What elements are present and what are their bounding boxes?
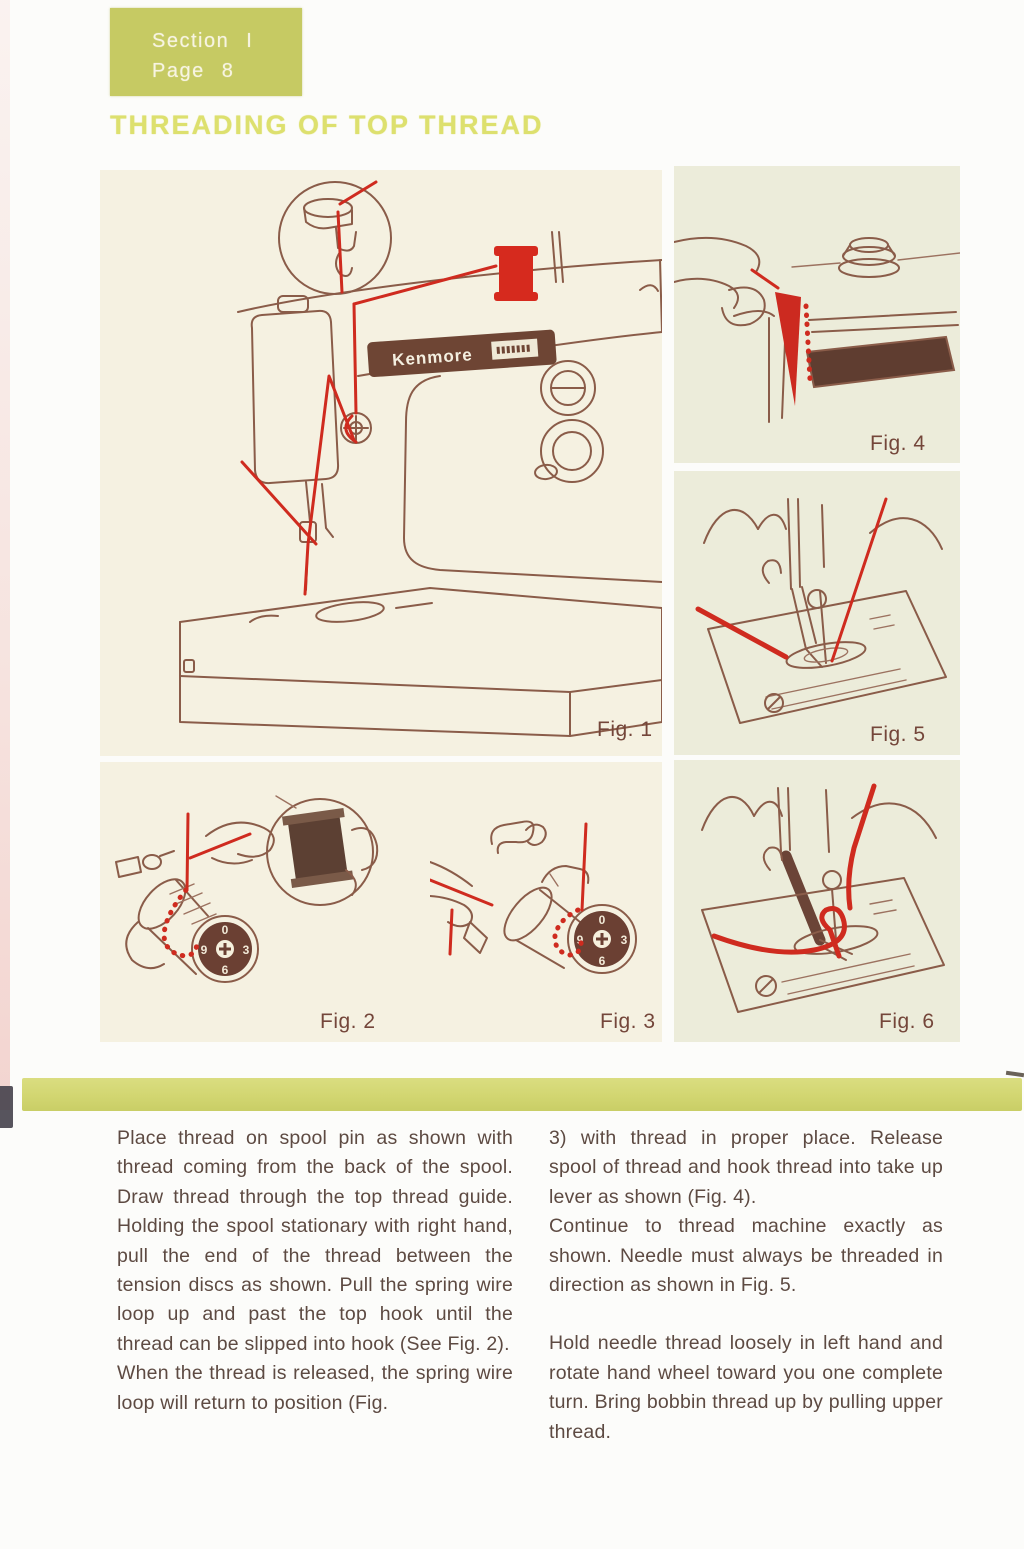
scan-dark-mark (0, 1086, 13, 1128)
fig1-caption: Fig. 1 (597, 718, 653, 741)
fig6-caption: Fig. 6 (879, 1010, 935, 1033)
section-label: Section I (152, 30, 254, 52)
oval-hole (534, 463, 558, 481)
fig2-caption: Fig. 2 (320, 1010, 376, 1033)
stitch-dial (540, 360, 596, 416)
fig5-panel: Fig. 5 (674, 471, 960, 755)
upper-thread (846, 783, 877, 911)
bobbin-thread-loop (711, 906, 847, 959)
dial-number-6: 6 (599, 954, 606, 968)
dial-number-3: 3 (243, 943, 250, 957)
scan-line-artifact (1005, 1070, 1024, 1078)
paragraph: Hold needle thread loosely in left hand … (549, 1332, 943, 1443)
fig2-tension-disc-illustration: 0 3 6 9 (115, 795, 379, 983)
section-page-badge: Section I Page 8 (110, 8, 302, 96)
dotted-thread-loop (552, 907, 584, 958)
fig3-caption: Fig. 3 (600, 1010, 656, 1033)
paragraph: Place thread on spool pin as shown with … (117, 1127, 513, 1355)
thread-spool (494, 246, 538, 301)
scan-edge-artifact (0, 0, 10, 1110)
body-text-right-column: 3) with thread in proper place. Release … (549, 1124, 943, 1447)
fig6-bobbin-thread-illustration (701, 783, 945, 1013)
tension-dial-face: 0 3 6 9 (567, 904, 637, 974)
fig5-needle-illustration (695, 497, 947, 724)
face-plate-slot (805, 335, 956, 389)
section-divider-bar (22, 1078, 1022, 1111)
dial-number-9: 9 (201, 943, 208, 957)
fig5-caption: Fig. 5 (870, 723, 926, 746)
fig6-panel: Fig. 6 (674, 760, 960, 1042)
dial-number-6: 6 (222, 963, 229, 977)
thread-guide-inset (278, 180, 392, 295)
thread-spool-to-guide (352, 264, 498, 306)
dial-number-9: 9 (577, 933, 584, 947)
fig3-tension-disc-illustration: 0 3 6 9 (430, 820, 637, 974)
dial-number-3: 3 (621, 933, 628, 947)
tension-dial-face: 0 3 6 9 (191, 915, 259, 983)
thread-vertical (185, 812, 190, 892)
paragraph: Continue to thread machine exactly as sh… (549, 1215, 943, 1297)
dial-number-0: 0 (222, 923, 229, 937)
page-number-label: Page 8 (152, 60, 235, 82)
fig2-fig3-panel: 0 3 6 9 (100, 762, 662, 1042)
selector-dial (540, 419, 604, 483)
brand-badge: Kenmore (367, 329, 557, 378)
thread-vertical (580, 822, 588, 912)
fig4-takeup-lever-illustration (674, 236, 960, 423)
page-title: THREADING OF TOP THREAD (110, 110, 544, 140)
dotted-thread (803, 303, 813, 383)
dial-number-0: 0 (599, 913, 606, 927)
needle-thread (830, 497, 888, 663)
fig1-panel: Kenmore (100, 170, 662, 756)
fig4-panel: Fig. 4 (674, 166, 960, 463)
fig4-caption: Fig. 4 (870, 432, 926, 455)
dotted-thread-loop (161, 887, 200, 959)
fig1-sewing-machine-illustration: Kenmore (179, 180, 662, 737)
presser-foot-lever (780, 850, 826, 946)
thread-pointer (695, 606, 789, 660)
red-takeup-lever (775, 292, 801, 406)
thread-pointer-line (240, 460, 318, 546)
paragraph: When the thread is released, the spring … (117, 1362, 513, 1414)
body-text-left-column: Place thread on spool pin as shown with … (117, 1124, 513, 1418)
paragraph: 3) with thread in proper place. Release … (549, 1127, 943, 1208)
spool-hand-inset (266, 795, 379, 906)
